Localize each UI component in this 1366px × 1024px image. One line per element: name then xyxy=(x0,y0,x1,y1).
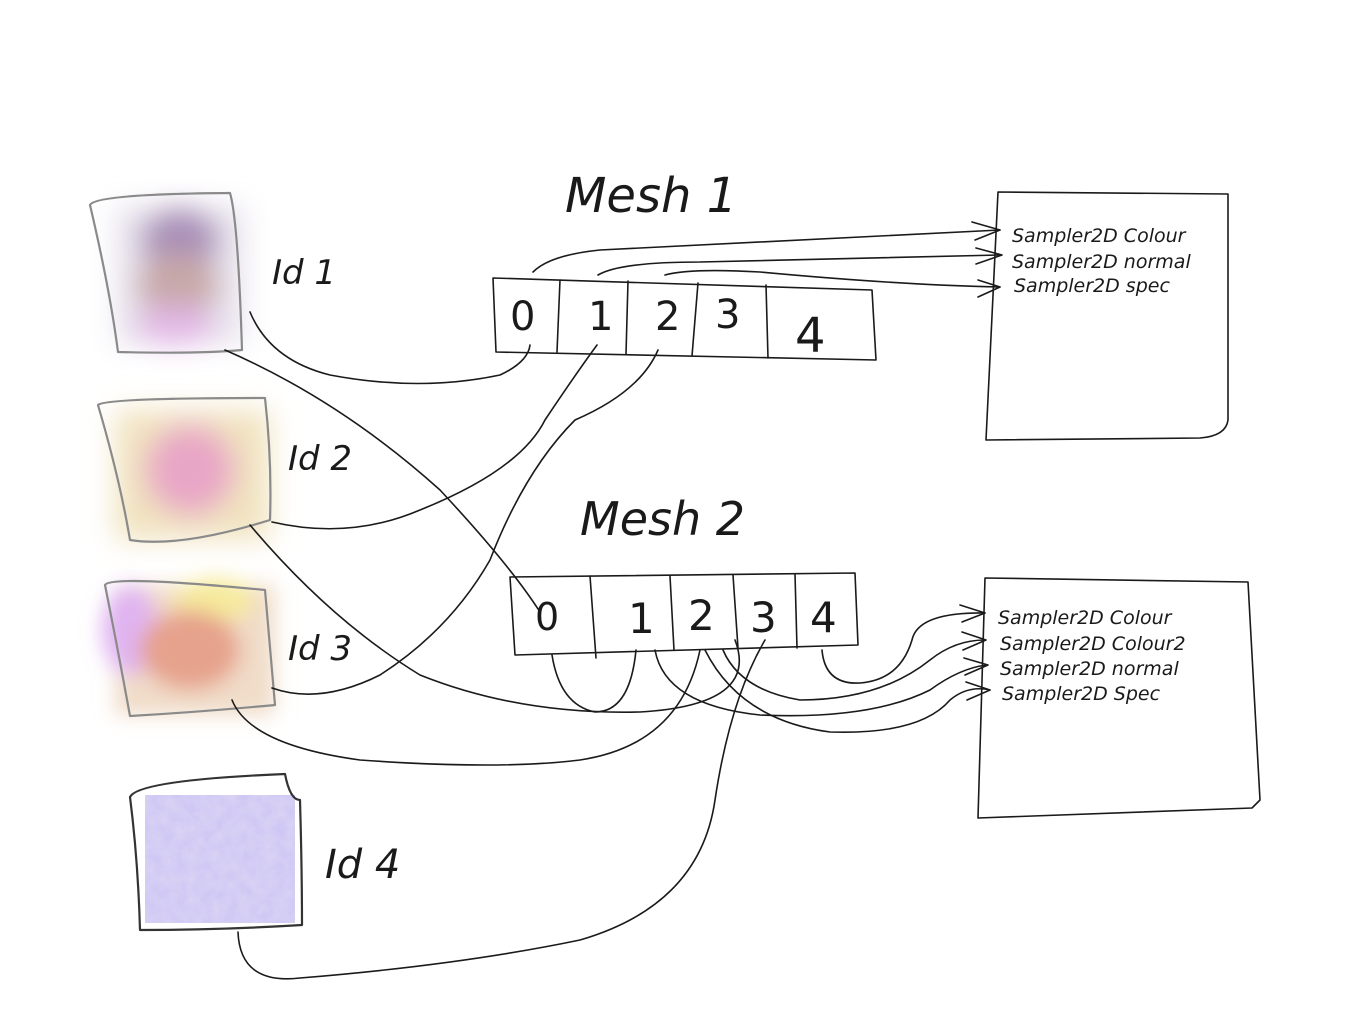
connector-tex1-mesh2-slot0 xyxy=(224,349,541,613)
arrowhead xyxy=(965,681,991,701)
mesh-1-slot-1: 1 xyxy=(588,294,613,340)
mesh-2-slot-3: 3 xyxy=(750,593,777,642)
shader-2-box xyxy=(977,577,1261,819)
connector-mesh1-slot0-colour xyxy=(532,229,1001,273)
texture-4-frame xyxy=(128,772,304,932)
mesh-1-slot-4: 4 xyxy=(795,308,826,364)
connector-tex3-mesh2-slot1 xyxy=(551,649,637,713)
texture-3: Id 3 xyxy=(102,578,352,718)
arrowhead xyxy=(963,657,989,676)
mesh-1-divider xyxy=(625,280,629,355)
connector-tex3-mesh1-slot2 xyxy=(271,349,659,695)
mesh-2-divider xyxy=(669,575,675,651)
texture-3-label: Id 3 xyxy=(288,629,352,669)
texture-1-label: Id 1 xyxy=(272,253,336,293)
mesh-1-slot-3: 3 xyxy=(715,292,740,338)
shader-1-uniform-spec: Sampler2D spec xyxy=(1014,275,1170,297)
arrowhead xyxy=(959,604,986,623)
texture-2-label: Id 2 xyxy=(288,439,352,479)
texture-2-image xyxy=(115,410,270,540)
texture-2-frame xyxy=(96,396,272,543)
connector-mesh1-slot1-normal xyxy=(597,254,1001,276)
connector-tex3-mesh2-slot2 xyxy=(231,649,701,766)
mesh-1-title: Mesh 1 xyxy=(565,168,737,224)
arrowhead xyxy=(977,279,1001,298)
shader-1-uniform-normal: Sampler2D normal xyxy=(1012,251,1191,273)
shader-1-uniform-colour: Sampler2D Colour xyxy=(1012,225,1187,247)
texture-3-image xyxy=(102,578,275,715)
mesh-2-array-outline xyxy=(509,572,859,656)
shader-2-uniform-normal: Sampler2D normal xyxy=(1000,658,1179,680)
connector-mesh2-slot4-colour xyxy=(821,612,986,684)
shader-2-uniform-colour2: Sampler2D Colour2 xyxy=(1000,633,1186,655)
mesh-2-divider xyxy=(794,573,798,649)
connector-tex2-mesh1-slot1 xyxy=(271,344,598,530)
mesh-2-title: Mesh 2 xyxy=(580,492,745,546)
texture-3-frame xyxy=(103,579,277,718)
shader-1: Sampler2D Colour Sampler2D normal Sample… xyxy=(985,191,1229,441)
texture-2: Id 2 xyxy=(96,396,352,543)
connector-mesh1-slot2-spec xyxy=(664,269,1001,288)
connector-tex4-mesh2-slot3 xyxy=(237,639,766,980)
texture-1-image xyxy=(115,205,245,345)
arrowhead xyxy=(975,247,1003,265)
mesh-2-slot-4: 4 xyxy=(810,593,837,642)
connector-mesh2-slot1-normal xyxy=(654,649,988,717)
shader-2-uniform-spec: Sampler2D Spec xyxy=(1002,683,1161,705)
texture-1-frame xyxy=(88,191,244,354)
mesh-1-slot-0: 0 xyxy=(510,294,535,340)
mesh-2-slot-2: 2 xyxy=(688,591,715,640)
connector-tex1-mesh1-slot0 xyxy=(249,311,531,385)
shader-1-box xyxy=(985,191,1229,441)
mesh-1: Mesh 1 0 1 2 3 4 xyxy=(492,168,877,364)
texture-4-label: Id 4 xyxy=(325,842,400,888)
mesh-2-divider xyxy=(589,575,597,659)
shader-2: Sampler2D Colour Sampler2D Colour2 Sampl… xyxy=(977,577,1261,819)
mesh-2: Mesh 2 0 1 2 3 4 xyxy=(509,492,859,659)
mesh-1-divider xyxy=(691,282,699,357)
mesh-2-slot-0: 0 xyxy=(535,595,559,639)
mesh-2-slot-1: 1 xyxy=(628,594,655,643)
mesh-1-array-outline xyxy=(492,277,877,361)
texture-1: Id 1 xyxy=(88,191,336,354)
connector-mesh2-slot3-colour2 xyxy=(722,639,986,701)
connector-mesh2-slot2-spec xyxy=(704,649,991,734)
mesh-2-divider xyxy=(732,574,739,649)
mesh-1-divider xyxy=(765,284,769,359)
connector-tex2-mesh2-slot3 xyxy=(249,524,741,714)
mesh-1-slot-2: 2 xyxy=(655,294,680,340)
arrowhead xyxy=(961,631,987,651)
shader-2-uniform-colour: Sampler2D Colour xyxy=(998,607,1173,629)
arrowhead xyxy=(971,221,1001,241)
mesh-1-divider xyxy=(556,279,561,353)
texture-4: Id 4 xyxy=(128,772,400,932)
